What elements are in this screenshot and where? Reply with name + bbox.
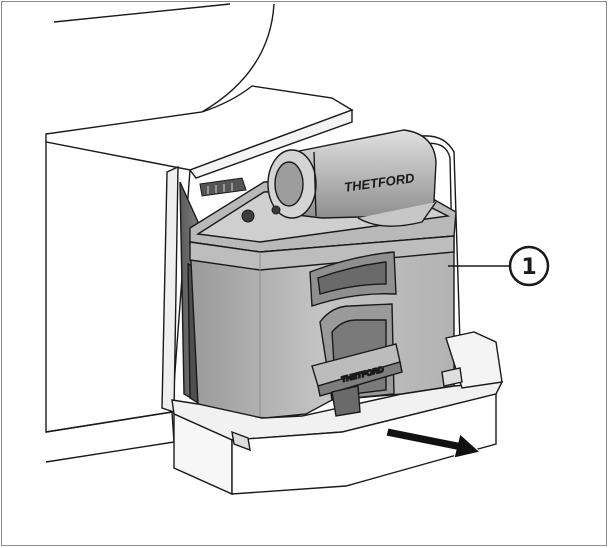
slide-valve-handle: THETFORD <box>311 343 403 417</box>
callout-1: 1 <box>448 245 550 287</box>
toilet-housing <box>45 85 354 463</box>
vent-grille <box>199 177 281 223</box>
pour-out-spout <box>267 129 437 227</box>
callout-number: 1 <box>521 255 536 280</box>
pull-direction-arrow <box>385 427 482 459</box>
callout-circle <box>508 245 550 287</box>
